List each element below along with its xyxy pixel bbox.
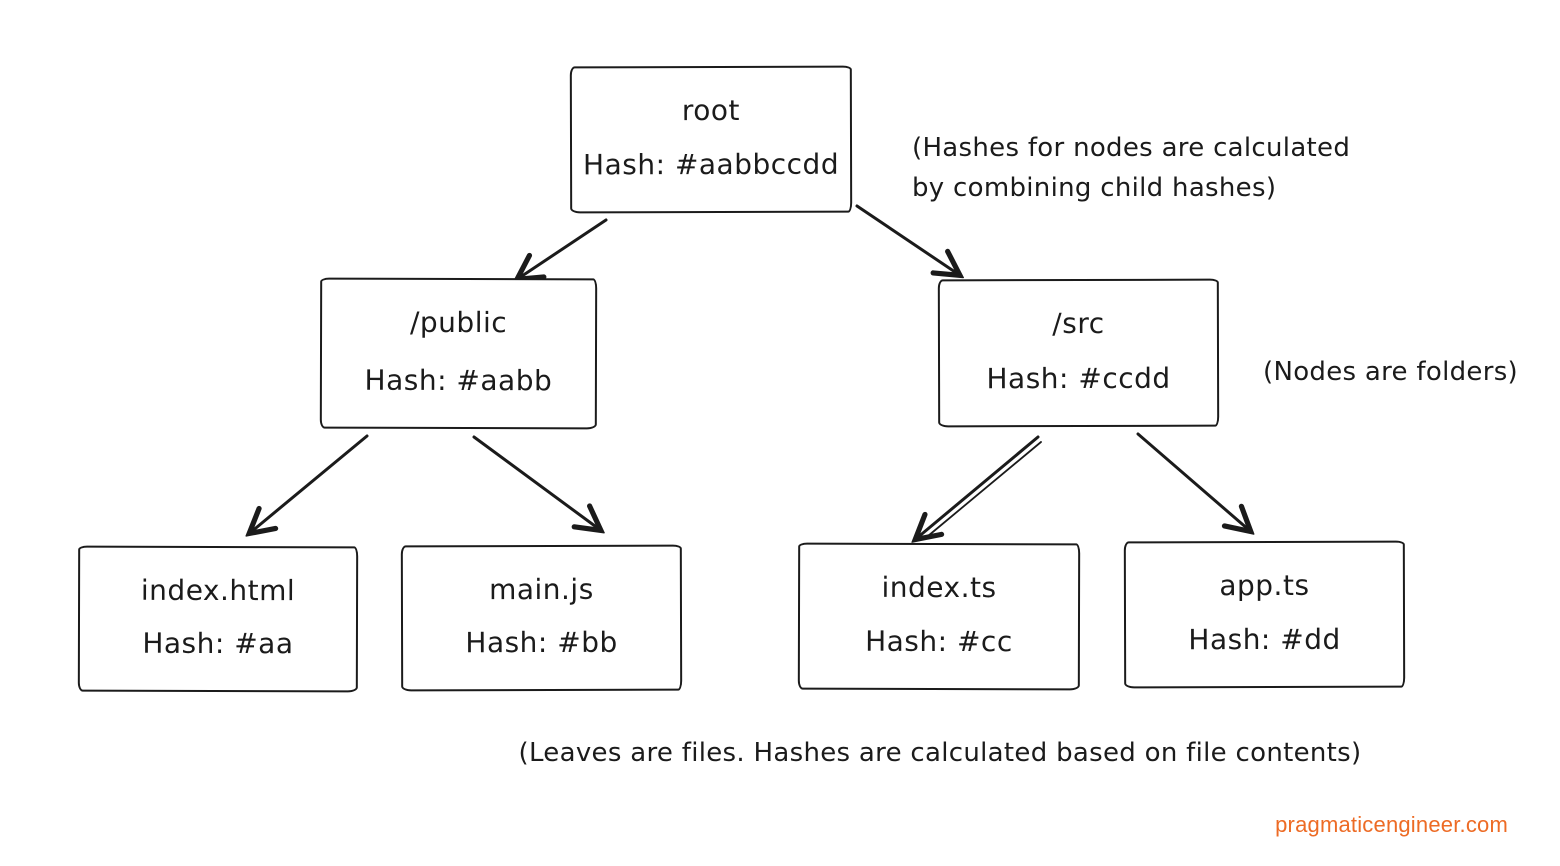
node-hash: Hash: #ccdd (986, 361, 1171, 396)
node-hash: Hash: #dd (1188, 622, 1341, 657)
node-public: /public Hash: #aabb (319, 277, 598, 430)
node-hash: Hash: #aabb (364, 363, 553, 398)
node-label: app.ts (1219, 568, 1310, 603)
arrow-root-to-src (855, 204, 958, 274)
node-src: /src Hash: #ccdd (937, 278, 1220, 428)
arrow-src-to-index-ts-sketch-stroke (927, 441, 1042, 537)
node-label: index.ts (881, 570, 997, 605)
annotation-line: by combining child hashes) (912, 173, 1277, 203)
node-index-html: index.html Hash: #aa (77, 545, 359, 693)
node-hash: Hash: #bb (465, 625, 618, 660)
node-label: index.html (140, 573, 296, 608)
node-app-ts: app.ts Hash: #dd (1123, 540, 1406, 689)
arrow-public-to-index-html (251, 434, 369, 532)
node-main-js: main.js Hash: #bb (400, 544, 683, 692)
arrow-src-to-app-ts (1136, 432, 1249, 530)
watermark-pragmaticengineer: pragmaticengineer.com (1275, 812, 1508, 837)
node-hash: Hash: #aabbccdd (582, 147, 840, 182)
node-label: /public (409, 305, 508, 340)
annotation-nodes-are-folders: (Nodes are folders) (1263, 357, 1518, 387)
arrow-public-to-main-js (472, 435, 599, 529)
node-root: root Hash: #aabbccdd (569, 65, 853, 214)
node-hash: Hash: #aa (142, 626, 294, 661)
node-label: main.js (489, 572, 594, 607)
node-label: root (681, 93, 741, 128)
annotation-node-hashes: (Hashes for nodes are calculated by comb… (912, 128, 1350, 208)
node-hash: Hash: #cc (865, 624, 1013, 659)
annotation-line: (Hashes for nodes are calculated (912, 133, 1351, 163)
node-label: /src (1052, 306, 1105, 341)
annotation-leaves-are-files: (Leaves are files. Hashes are calculated… (518, 738, 1362, 768)
arrow-root-to-public (519, 218, 608, 278)
node-index-ts: index.ts Hash: #cc (797, 542, 1081, 691)
arrow-src-to-index-ts (917, 435, 1040, 538)
